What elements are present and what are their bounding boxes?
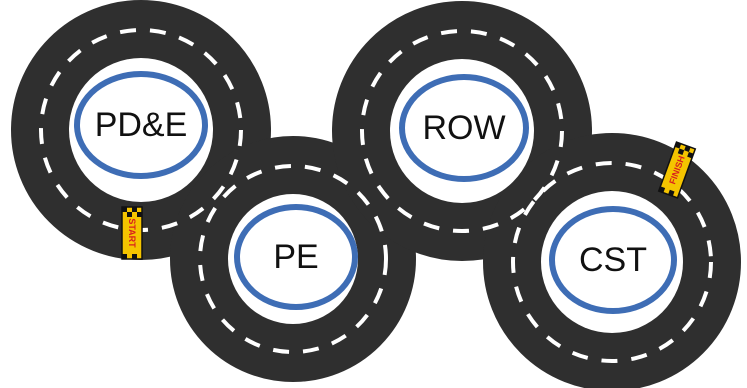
stage-label-pde: PD&E (95, 106, 188, 144)
stage-ring-cst (549, 206, 677, 314)
finish-marker: FINISH (657, 141, 697, 199)
stage-label-row: ROW (422, 109, 505, 147)
stage-label-cst: CST (579, 241, 647, 279)
stage-row: ROW (399, 74, 529, 182)
start-marker: START (121, 206, 143, 260)
finish-checker (658, 142, 694, 197)
stage-pe: PE (234, 204, 358, 310)
stage-ring-pde (74, 71, 208, 179)
lane-dash-pe (198, 164, 388, 354)
start-checker (122, 207, 142, 259)
lane-dash-row (360, 29, 564, 233)
stage-ring-pe (234, 204, 358, 310)
stage-ring-row (399, 74, 529, 182)
lane-dash-cst (511, 161, 713, 363)
stage-pde: PD&E (74, 71, 208, 179)
start-label: START (127, 218, 137, 248)
stage-cst: CST (549, 206, 677, 314)
stage-label-pe: PE (273, 238, 318, 276)
